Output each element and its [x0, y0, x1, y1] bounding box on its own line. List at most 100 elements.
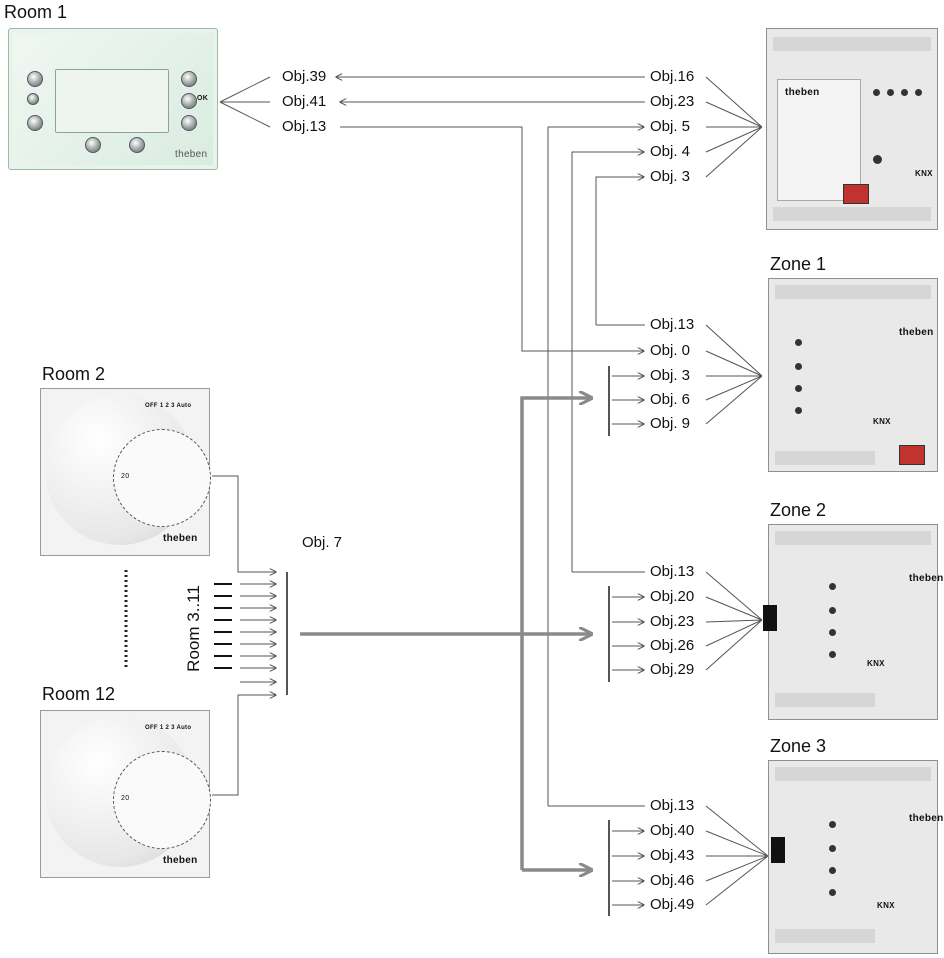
zone2-obj-label-2: Obj.20 [650, 588, 695, 605]
room2-brand-logo: theben [163, 533, 198, 544]
zone2-channel-led-3 [829, 629, 836, 636]
panel-button-right [129, 137, 145, 153]
link-zone2-obj13-obj4 [571, 152, 644, 572]
actuator-front-cover [777, 79, 861, 201]
zone3-obj-label-2: Obj.40 [650, 822, 695, 839]
zone1-knx-mark: KNX [873, 417, 891, 426]
actuator-led-4 [915, 89, 922, 96]
zone1-brand-logo: theben [899, 327, 934, 338]
bus-to-zone1 [520, 398, 590, 870]
zone2-top-terminals [775, 531, 931, 545]
zone2-bus-connector [763, 605, 777, 631]
actuator-prog-led [873, 155, 882, 164]
room1-control-panel: OK theben [8, 28, 218, 170]
zone3-actuator-device: theben KNX [768, 760, 943, 954]
room12-dial-value: 20 [121, 795, 130, 802]
zone1-obj-label-4: Obj. 6 [650, 391, 691, 408]
zone2-bottom-terminals [775, 693, 875, 707]
zone2-obj-label-1: Obj.13 [650, 563, 695, 580]
actuator-led-2 [887, 89, 894, 96]
zone1-actuator-device: theben KNX [768, 278, 938, 472]
room2-mode-labels: OFF 1 2 3 Auto [145, 403, 192, 409]
room12-title: Room 12 [42, 684, 116, 704]
zone1-top-terminals [775, 285, 931, 299]
panel-display [55, 69, 169, 133]
room1-obj-label-3: Obj.13 [282, 118, 327, 135]
zone3-channel-led-4 [829, 889, 836, 896]
actuator-bottom-terminals [773, 207, 931, 221]
zone1-obj-label-2: Obj. 0 [650, 342, 691, 359]
zone3-obj-label-1: Obj.13 [650, 797, 695, 814]
actuator-led-3 [901, 89, 908, 96]
zone1-obj-label-3: Obj. 3 [650, 367, 691, 384]
room12-thermostat: 20 OFF 1 2 3 Auto theben [40, 710, 211, 878]
room1-obj-label-1: Obj.39 [282, 68, 327, 85]
zone3-bus-connector [771, 837, 785, 863]
zone3-obj-label-3: Obj.43 [650, 847, 695, 864]
bus-object-label: Obj. 7 [302, 534, 343, 551]
panel-ok-label: OK [197, 95, 209, 102]
zone1-obj-label-1: Obj.13 [650, 316, 695, 333]
zone3-knx-mark: KNX [877, 901, 895, 910]
zone1-bus-connector [899, 445, 925, 465]
panel-button-down-right [181, 115, 197, 131]
zone2-obj-label-3: Obj.23 [650, 613, 695, 630]
zone3-brand-logo: theben [909, 813, 944, 824]
actuator-led-1 [873, 89, 880, 96]
zone3-channel-led-2 [829, 845, 836, 852]
zone3-bottom-terminals [775, 929, 875, 943]
zone1-channel-led-3 [795, 385, 802, 392]
room2-dial-value: 20 [121, 473, 130, 480]
zone2-obj-label-4: Obj.26 [650, 637, 695, 654]
zone3-obj-label-5: Obj.49 [650, 896, 695, 913]
actuator-obj-label-4: Obj. 4 [650, 143, 691, 160]
zone3-channel-led-1 [829, 821, 836, 828]
zone2-channel-led-4 [829, 651, 836, 658]
heating-actuator-device: theben KNX [766, 28, 938, 230]
panel-button-down-left [27, 115, 43, 131]
zone1-bottom-terminals [775, 451, 875, 465]
zone2-title: Zone 2 [770, 500, 827, 520]
room2-thermostat: 20 OFF 1 2 3 Auto theben [40, 388, 211, 556]
zone3-title: Zone 3 [770, 736, 827, 756]
actuator-obj-label-3: Obj. 5 [650, 118, 691, 135]
zone1-channel-led-4 [795, 407, 802, 414]
zone2-obj-label-5: Obj.29 [650, 661, 695, 678]
actuator-obj-label-1: Obj.16 [650, 68, 695, 85]
room2-title: Room 2 [42, 364, 106, 384]
zone2-channel-led-2 [829, 607, 836, 614]
room1-title: Room 1 [4, 2, 68, 22]
panel-button-left [85, 137, 101, 153]
zone3-top-terminals [775, 767, 931, 781]
actuator-brand-logo: theben [785, 87, 820, 98]
link-zone1-obj13-obj3 [595, 177, 644, 325]
zone3-channel-led-3 [829, 867, 836, 874]
zone2-knx-mark: KNX [867, 659, 885, 668]
room12-dial [113, 751, 211, 849]
panel-button-up-left [27, 71, 43, 87]
link-zone3-obj13-obj5 [547, 127, 644, 806]
actuator-obj-label-2: Obj.23 [650, 93, 695, 110]
zone2-channel-led-1 [829, 583, 836, 590]
room1-obj-label-2: Obj.41 [282, 93, 327, 110]
actuator-obj-label-5: Obj. 3 [650, 168, 691, 185]
panel-button-up-right [181, 71, 197, 87]
zone2-actuator-device: theben KNX [763, 524, 943, 720]
zone1-obj-label-5: Obj. 9 [650, 415, 691, 432]
panel-brand-logo: theben [175, 149, 208, 160]
panel-button-ok [181, 93, 197, 109]
room12-brand-logo: theben [163, 855, 198, 866]
zone2-brand-logo: theben [909, 573, 944, 584]
zone1-channel-led-1 [795, 339, 802, 346]
room2-dial [113, 429, 211, 527]
actuator-top-terminals [773, 37, 931, 51]
zone1-title: Zone 1 [770, 254, 827, 274]
rooms-range-label: Room 3..11 [183, 585, 203, 672]
room12-mode-labels: OFF 1 2 3 Auto [145, 725, 192, 731]
zone3-obj-label-4: Obj.46 [650, 872, 695, 889]
zone1-channel-led-2 [795, 363, 802, 370]
link-obj13-zone1-obj0 [340, 126, 644, 351]
actuator-knx-mark: KNX [915, 169, 933, 178]
panel-button-mid-left [27, 93, 39, 105]
